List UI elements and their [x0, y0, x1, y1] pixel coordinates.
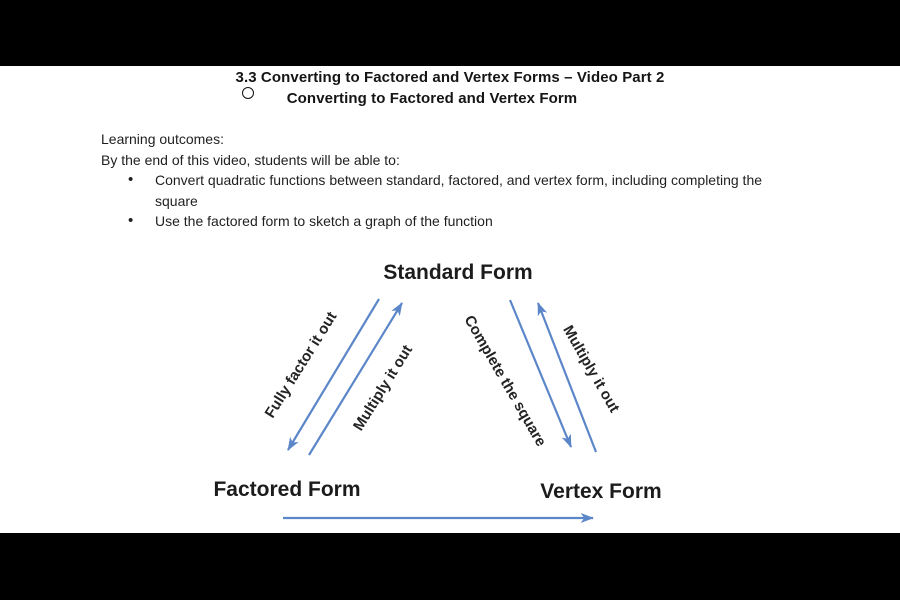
arrow-standard-to-factored	[287, 298, 380, 451]
outcome-item-text: Convert quadratic functions between stan…	[155, 172, 763, 209]
arrow-standard-to-vertex	[508, 299, 573, 448]
learning-outcomes-list: Convert quadratic functions between stan…	[101, 170, 821, 232]
arrow-vertex-to-standard	[536, 302, 598, 453]
learning-outcomes-intro: By the end of this video, students will …	[101, 151, 400, 168]
circle-bullet-marker	[242, 87, 254, 99]
learning-outcomes-section: Learning outcomes: By the end of this vi…	[101, 129, 821, 232]
page-subtitle: Converting to Factored and Vertex Form	[286, 90, 578, 107]
document-page	[0, 66, 900, 533]
learning-outcomes-heading: Learning outcomes:	[101, 131, 224, 147]
node-vertex-form: Vertex Form	[540, 480, 662, 503]
outcome-item: Convert quadratic functions between stan…	[101, 170, 807, 211]
node-factored-form: Factored Form	[213, 478, 361, 501]
page-title: 3.3 Converting to Factored and Vertex Fo…	[235, 69, 665, 86]
outcome-item-text: Use the factored form to sketch a graph …	[155, 213, 493, 229]
arrow-factored-to-standard	[308, 302, 403, 456]
outcome-item: Use the factored form to sketch a graph …	[101, 211, 807, 232]
node-standard-form: Standard Form	[383, 261, 533, 284]
